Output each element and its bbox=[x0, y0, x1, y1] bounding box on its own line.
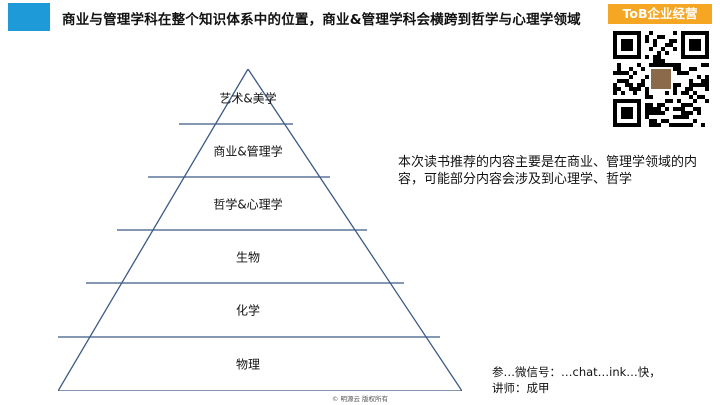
copyright-text: © 明源云 版权所有 bbox=[331, 395, 389, 403]
pyramid-layer-art: 艺术&美学 bbox=[219, 91, 277, 106]
pyramid-layer-business: 商业&管理学 bbox=[213, 144, 283, 159]
pyramid-layer-biology: 生物 bbox=[235, 250, 261, 265]
brand-badge: ToB企业经营 bbox=[608, 4, 712, 24]
knowledge-pyramid: 艺术&美学 商业&管理学 哲学&心理学 生物 化学 物理 bbox=[58, 69, 462, 391]
qr-code-icon bbox=[613, 31, 709, 127]
lecturer-line: 讲师：成甲 bbox=[492, 381, 550, 395]
pyramid-layer-philosophy: 哲学&心理学 bbox=[213, 197, 283, 212]
pyramid-layer-physics: 物理 bbox=[235, 357, 261, 372]
page-title: 商业与管理学科在整个知识体系中的位置，商业&管理学科会横跨到哲学与心理学领域 bbox=[62, 12, 581, 28]
reading-note: 本次读书推荐的内容主要是在商业、管理学领域的内容，可能部分内容会涉及到心理学、哲… bbox=[398, 155, 698, 187]
pyramid-outline bbox=[58, 69, 462, 391]
reference-note: 参…微信号：…chat…ink…快， 讲师：成甲 bbox=[492, 364, 720, 396]
accent-block bbox=[8, 3, 50, 31]
reference-line: 参…微信号：…chat…ink…快， bbox=[492, 365, 661, 379]
pyramid-layer-chemistry: 化学 bbox=[235, 303, 261, 318]
